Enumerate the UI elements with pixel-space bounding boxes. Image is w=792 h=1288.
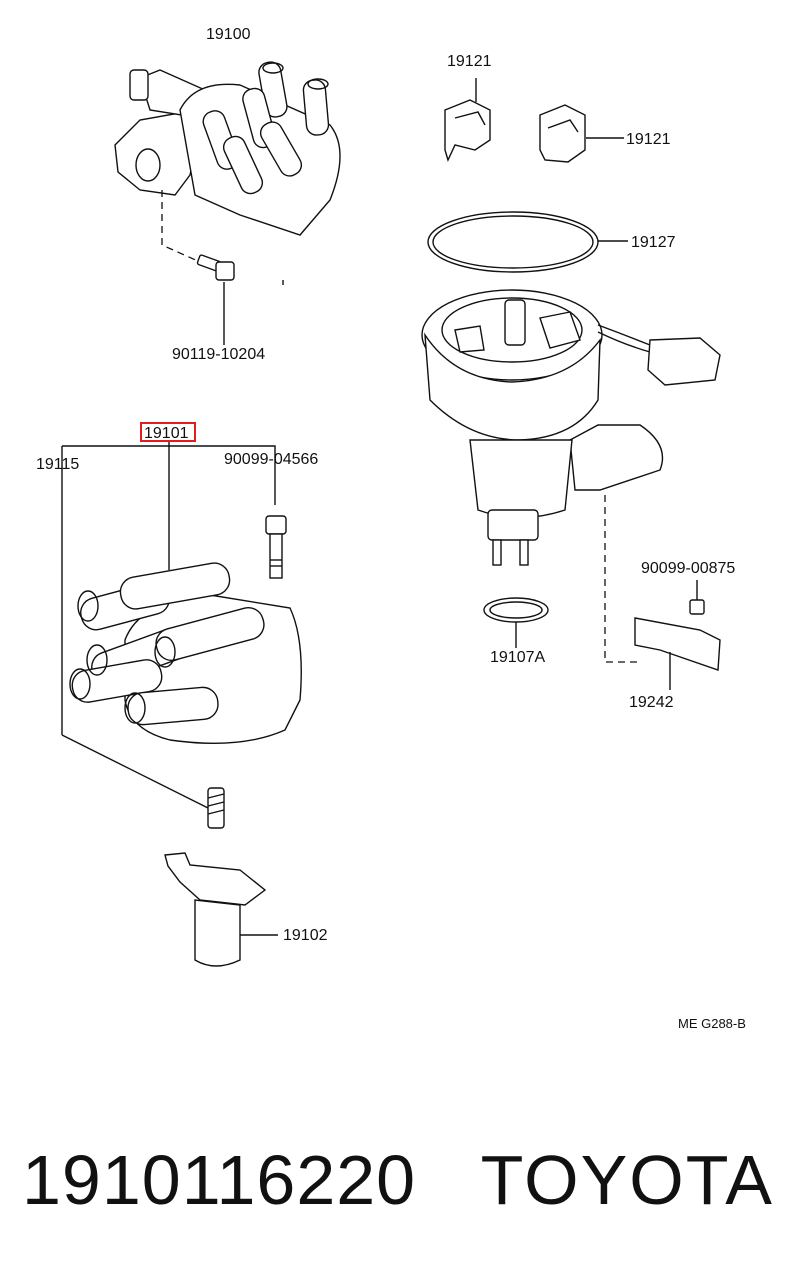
label-19101[interactable]: 19101 [144, 425, 189, 442]
parts-diagram: 19100 19121 19121 19127 90119-10204 1910… [36, 26, 746, 1031]
label-19127: 19127 [631, 234, 676, 251]
highlight-box-19101 [140, 422, 196, 442]
brand-name: TOYOTA [480, 1141, 774, 1219]
bracket-19242-illustration [634, 580, 721, 690]
label-90099-00875: 90099-00875 [641, 560, 735, 577]
distributor-assembly-illustration [114, 61, 341, 345]
distributor-cap-illustration [61, 440, 302, 829]
label-19121-right: 19121 [626, 131, 671, 148]
o-ring-19127-illustration [427, 211, 628, 273]
label-19100: 19100 [206, 26, 251, 43]
part-number: 1910116220 [22, 1141, 417, 1219]
label-90119-10204: 90119-10204 [172, 346, 265, 363]
label-90099-04566: 90099-04566 [224, 451, 318, 468]
diagram-reference-code: ME G288-B [678, 1016, 746, 1031]
rotor-19102-illustration [164, 852, 278, 967]
label-19121-left: 19121 [447, 53, 492, 70]
seal-19107a-illustration [483, 597, 549, 648]
footer: 1910116220 TOYOTA [0, 1140, 792, 1240]
connector-clips-illustration [444, 78, 624, 163]
label-19115: 19115 [36, 456, 79, 473]
label-19107a: 19107A [490, 649, 545, 666]
label-19242: 19242 [629, 694, 674, 711]
distributor-housing-illustration [421, 289, 721, 663]
label-19102: 19102 [283, 927, 328, 944]
